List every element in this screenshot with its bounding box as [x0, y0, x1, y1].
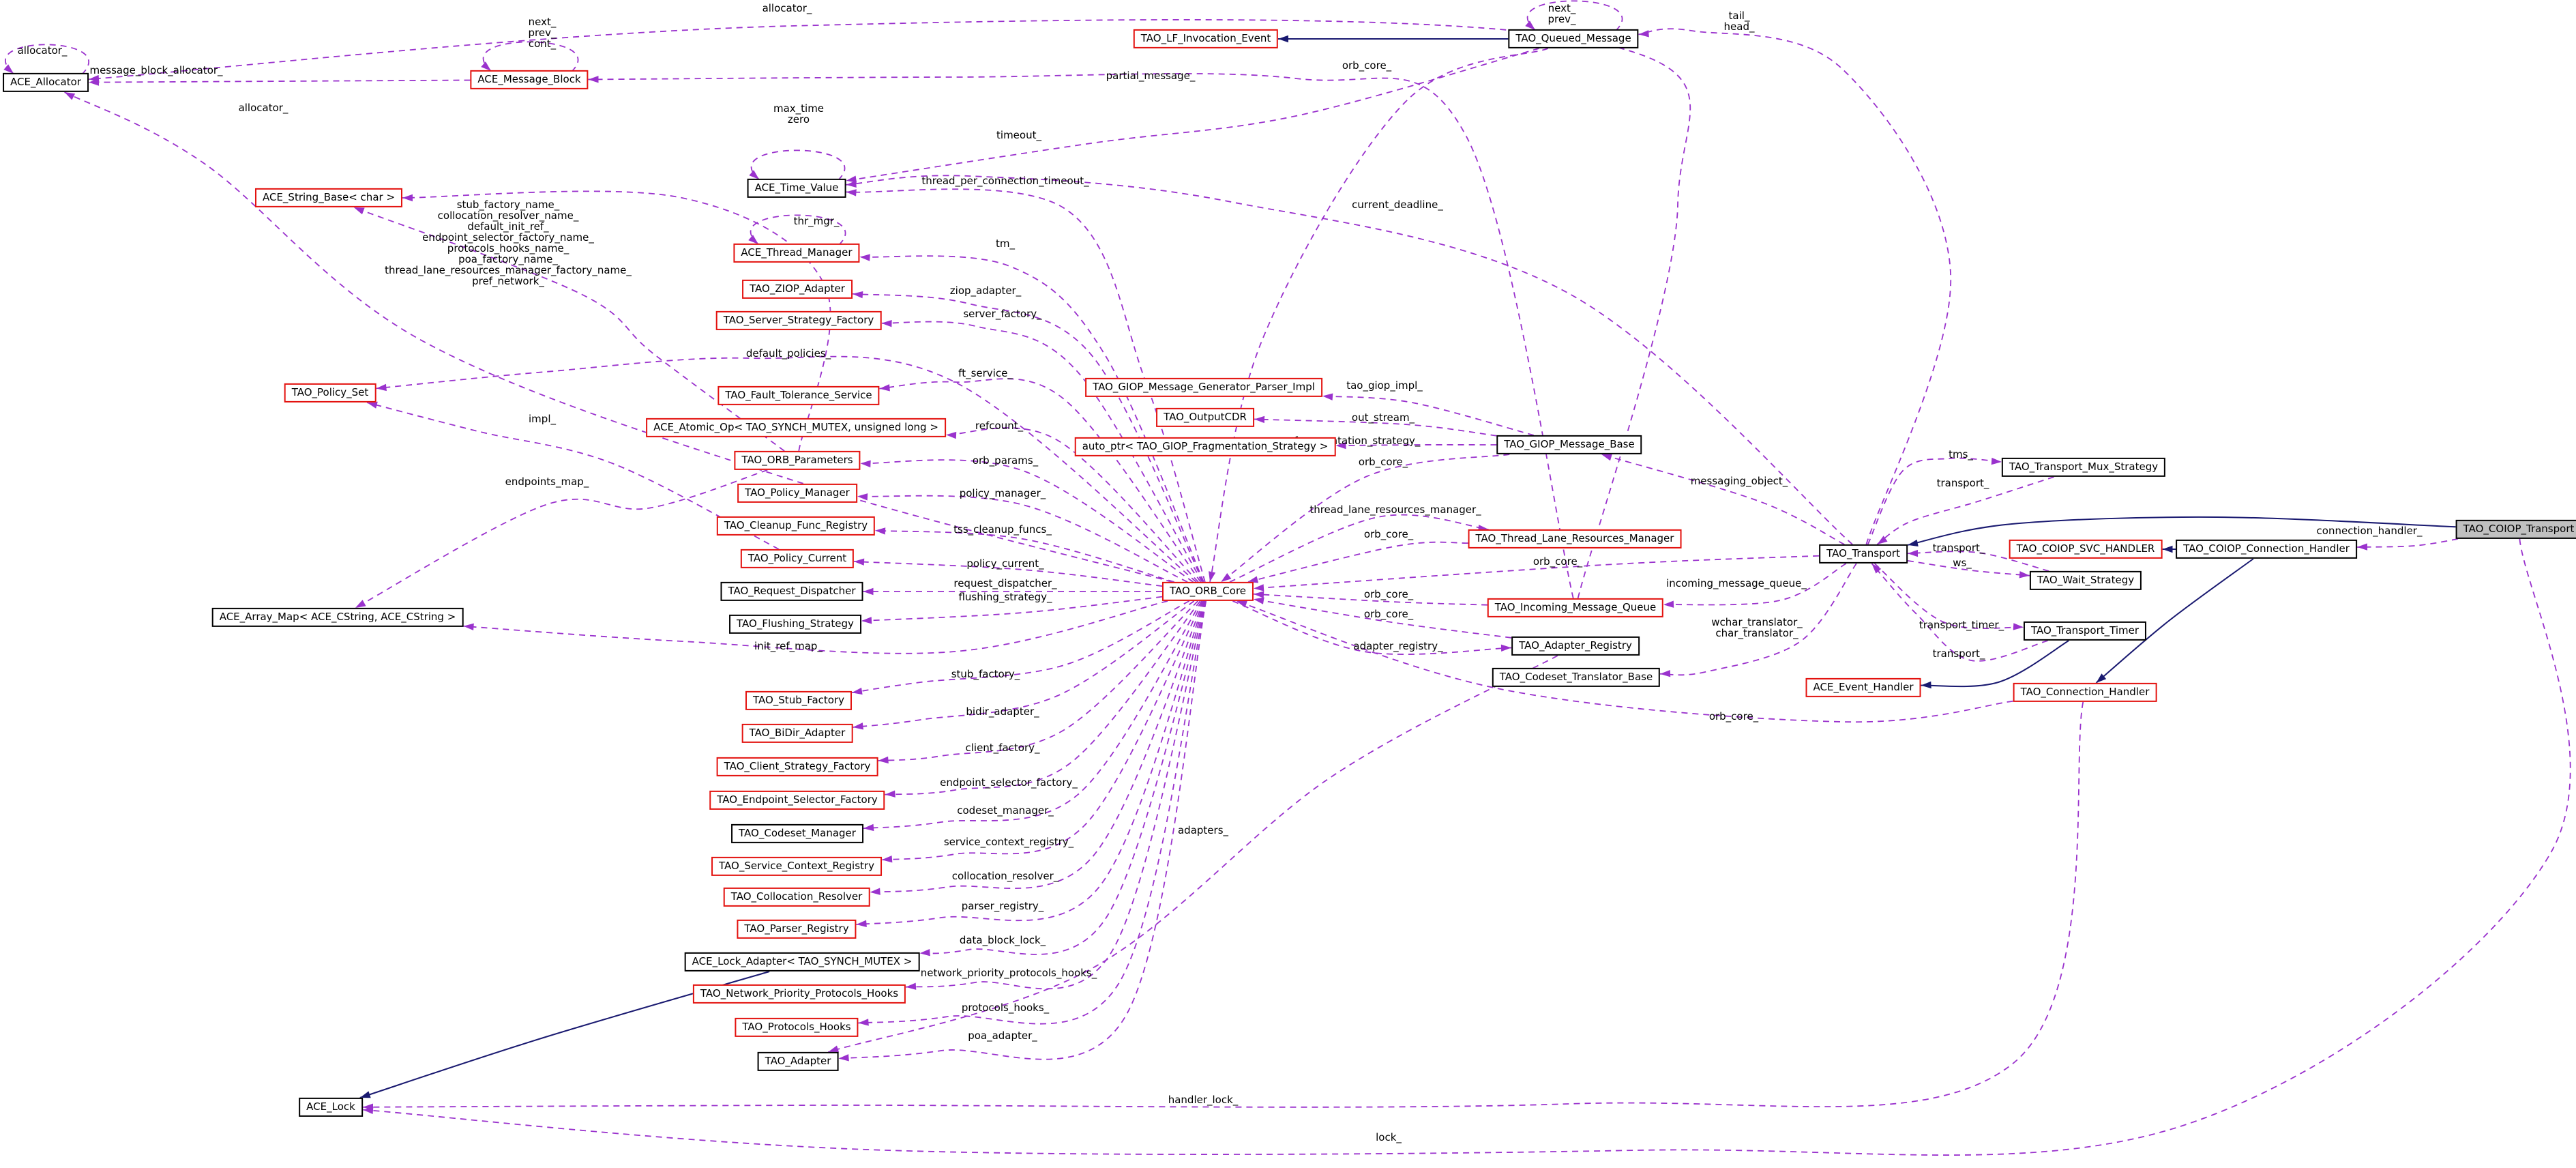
class-node-tao_transport_timer[interactable]: TAO_Transport_Timer — [2023, 621, 2147, 641]
class-node-ace_array_map[interactable]: ACE_Array_Map< ACE_CString, ACE_CString … — [211, 607, 464, 628]
class-node-tao_wait_strategy[interactable]: TAO_Wait_Strategy — [2029, 570, 2142, 591]
class-node-tao_stub_factory[interactable]: TAO_Stub_Factory — [745, 690, 853, 711]
class-node-tao_adapter[interactable]: TAO_Adapter — [757, 1051, 839, 1072]
class-node-tao_coiop_connection_handler[interactable]: TAO_COIOP_Connection_Handler — [2176, 539, 2357, 559]
class-node-tao_server_strategy_factory[interactable]: TAO_Server_Strategy_Factory — [715, 310, 882, 331]
class-node-auto_ptr_frag[interactable]: auto_ptr< TAO_GIOP_Fragmentation_Strateg… — [1074, 437, 1336, 457]
class-node-ace_lock_adapter[interactable]: ACE_Lock_Adapter< TAO_SYNCH_MUTEX > — [684, 952, 920, 972]
class-node-tao_outputcdr[interactable]: TAO_OutputCDR — [1156, 407, 1254, 428]
class-node-tao_parser_registry[interactable]: TAO_Parser_Registry — [737, 919, 857, 939]
class-node-tao_incoming_message_queue[interactable]: TAO_Incoming_Message_Queue — [1487, 598, 1664, 618]
class-node-tao_protocols_hooks[interactable]: TAO_Protocols_Hooks — [735, 1017, 859, 1038]
class-node-tao_orb_parameters[interactable]: TAO_ORB_Parameters — [734, 450, 861, 471]
class-node-tao_request_dispatcher[interactable]: TAO_Request_Dispatcher — [720, 581, 863, 602]
class-node-tao_policy_set[interactable]: TAO_Policy_Set — [284, 383, 376, 403]
class-node-tao_collocation_resolver[interactable]: TAO_Collocation_Resolver — [723, 887, 870, 907]
class-node-ace_atomic_op[interactable]: ACE_Atomic_Op< TAO_SYNCH_MUTEX, unsigned… — [646, 418, 946, 438]
class-node-tao_giop_msg_gen_parser_impl[interactable]: TAO_GIOP_Message_Generator_Parser_Impl — [1085, 377, 1322, 398]
class-node-tao_transport_mux_strategy[interactable]: TAO_Transport_Mux_Strategy — [2001, 457, 2166, 478]
class-node-tao_transport[interactable]: TAO_Transport — [1819, 544, 1908, 564]
class-node-tao_adapter_registry[interactable]: TAO_Adapter_Registry — [1511, 636, 1640, 656]
class-node-ace_allocator[interactable]: ACE_Allocator — [3, 72, 89, 93]
class-node-tao_network_priority_protocols_hooks[interactable]: TAO_Network_Priority_Protocols_Hooks — [692, 984, 906, 1004]
class-node-tao_giop_message_base[interactable]: TAO_GIOP_Message_Base — [1496, 435, 1642, 455]
class-node-ace_event_handler[interactable]: ACE_Event_Handler — [1805, 677, 1921, 698]
class-node-tao_thread_lane_resources_manager[interactable]: TAO_Thread_Lane_Resources_Manager — [1468, 529, 1682, 549]
class-node-tao_flushing_strategy[interactable]: TAO_Flushing_Strategy — [729, 614, 861, 634]
class-node-tao_codeset_manager[interactable]: TAO_Codeset_Manager — [731, 823, 863, 844]
class-node-tao_bidir_adapter[interactable]: TAO_BiDir_Adapter — [741, 723, 853, 744]
class-node-ace_lock[interactable]: ACE_Lock — [299, 1097, 363, 1118]
class-node-tao_orb_core[interactable]: TAO_ORB_Core — [1161, 581, 1254, 602]
class-node-ace_thread_manager[interactable]: ACE_Thread_Manager — [733, 243, 860, 263]
class-node-tao_service_context_registry[interactable]: TAO_Service_Context_Registry — [711, 856, 882, 877]
class-node-tao_connection_handler[interactable]: TAO_Connection_Handler — [2013, 682, 2157, 703]
class-node-tao_client_strategy_factory[interactable]: TAO_Client_Strategy_Factory — [716, 757, 878, 777]
class-node-tao_ziop_adapter[interactable]: TAO_ZIOP_Adapter — [742, 279, 853, 300]
class-node-tao_policy_current[interactable]: TAO_Policy_Current — [740, 549, 855, 569]
class-node-tao_queued_message[interactable]: TAO_Queued_Message — [1508, 29, 1639, 49]
class-node-tao_coiop_transport[interactable]: TAO_COIOP_Transport — [2455, 519, 2576, 540]
class-node-tao_coiop_svc_handler[interactable]: TAO_COIOP_SVC_HANDLER — [2009, 539, 2163, 559]
class-node-tao_endpoint_selector_factory[interactable]: TAO_Endpoint_Selector_Factory — [709, 790, 885, 811]
class-node-tao_codeset_translator_base[interactable]: TAO_Codeset_Translator_Base — [1492, 667, 1661, 688]
class-node-tao_fault_tolerance_service[interactable]: TAO_Fault_Tolerance_Service — [717, 385, 880, 406]
class-node-ace_message_block[interactable]: ACE_Message_Block — [470, 70, 589, 90]
class-node-tao_policy_manager[interactable]: TAO_Policy_Manager — [737, 483, 857, 503]
class-node-ace_string_base[interactable]: ACE_String_Base< char > — [254, 188, 403, 208]
class-node-ace_time_value[interactable]: ACE_Time_Value — [747, 178, 846, 199]
class-node-tao_cleanup_func_registry[interactable]: TAO_Cleanup_Func_Registry — [716, 516, 876, 536]
class-node-tao_lf_invocation_event[interactable]: TAO_LF_Invocation_Event — [1133, 29, 1279, 49]
